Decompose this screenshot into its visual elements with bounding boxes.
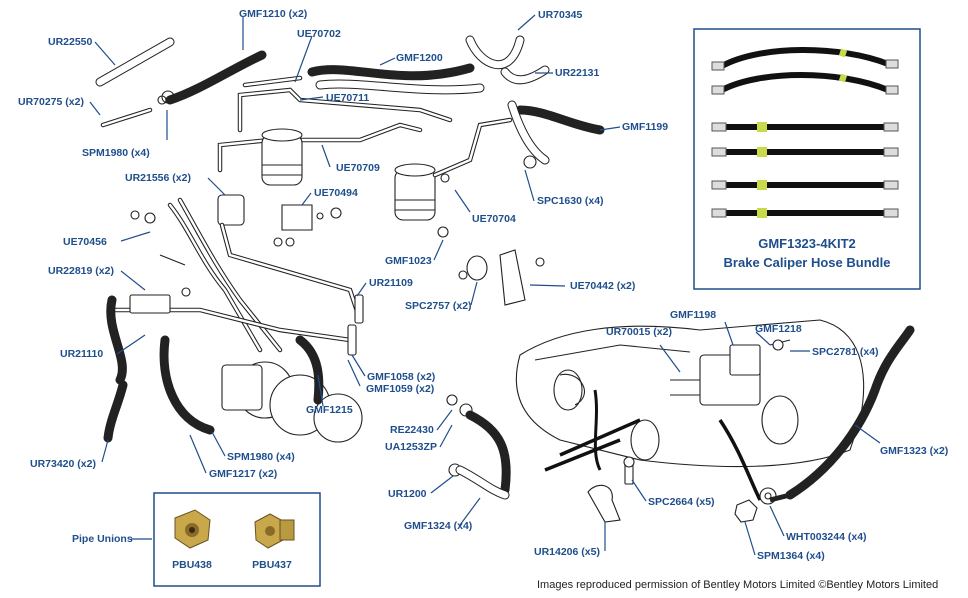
label-gmf1059: GMF1059 (x2): [366, 383, 434, 395]
label-gmf1215: GMF1215: [306, 404, 353, 416]
bundle-title-description: Brake Caliper Hose Bundle: [724, 255, 891, 270]
pbu438-union-image: [174, 509, 211, 549]
label-ur70345: UR70345: [538, 9, 583, 21]
callout-leaders: [89, 14, 881, 556]
label-ur22550: UR22550: [48, 36, 93, 48]
label-gmf1058: GMF1058 (x2): [367, 371, 435, 383]
label-ur21109: UR21109: [369, 277, 413, 289]
parts-artwork: [95, 35, 915, 523]
pbu437-label: PBU437: [252, 559, 292, 571]
label-ue70711: UE70711: [326, 92, 369, 104]
label-ur14206: UR14206 (x5): [534, 546, 600, 558]
bundle-title-part-number: GMF1323-4KIT2: [758, 236, 856, 251]
label-gmf1210: GMF1210 (x2): [239, 8, 307, 20]
label-gmf1198: GMF1198: [670, 309, 716, 321]
label-ur1200: UR1200: [388, 488, 427, 500]
label-ur21556: UR21556 (x2): [125, 172, 191, 184]
label-ue70709: UE70709: [336, 162, 380, 174]
label-gmf1323: GMF1323 (x2): [880, 445, 948, 457]
copyright-footer: Images reproduced permission of Bentley …: [537, 579, 938, 591]
label-ur21110: UR21110: [60, 348, 103, 360]
pipe-unions-panel: PBU438 PBU437: [153, 492, 321, 587]
label-spc1630: SPC1630 (x4): [537, 195, 604, 207]
label-ue70704: UE70704: [472, 213, 516, 225]
label-ua1253zp: UA1253ZP: [385, 441, 437, 453]
label-ur73420: UR73420 (x2): [30, 458, 96, 470]
pbu438-label: PBU438: [172, 559, 212, 571]
label-ue70442: UE70442 (x2): [570, 280, 635, 292]
pipe-unions-title: Pipe Unions: [72, 533, 133, 545]
label-ur70275: UR70275 (x2): [18, 96, 84, 108]
pbu437-union-image: [254, 513, 295, 549]
label-ue70494: UE70494: [314, 187, 358, 199]
label-re22430: RE22430: [390, 424, 434, 436]
label-spc2757: SPC2757 (x2): [405, 300, 472, 312]
label-gmf1324: GMF1324 (x4): [404, 520, 472, 532]
label-spm1364: SPM1364 (x4): [757, 550, 825, 562]
label-ur22131: UR22131: [555, 67, 600, 79]
label-ue70456: UE70456: [63, 236, 107, 248]
label-gmf1200: GMF1200: [396, 52, 443, 64]
label-gmf1218: GMF1218: [755, 323, 802, 335]
label-ur70015: UR70015 (x2): [606, 326, 672, 338]
brake-caliper-hose-bundle-panel: GMF1323-4KIT2 Brake Caliper Hose Bundle: [693, 28, 921, 290]
label-spc2781: SPC2781 (x4): [812, 346, 879, 358]
label-gmf1217: GMF1217 (x2): [209, 468, 277, 480]
label-spm1980-upper: SPM1980 (x4): [82, 147, 150, 159]
label-ue70702: UE70702: [297, 28, 341, 40]
label-spc2664: SPC2664 (x5): [648, 496, 715, 508]
label-ur22819: UR22819 (x2): [48, 265, 114, 277]
label-spm1980-lower: SPM1980 (x4): [227, 451, 295, 463]
label-gmf1199: GMF1199: [622, 121, 668, 133]
bundle-straight-hoses: [711, 59, 899, 218]
label-wht003244: WHT003244 (x4): [786, 531, 867, 543]
label-gmf1023: GMF1023: [385, 255, 432, 267]
callout-labels: UR22550 GMF1210 (x2) UE70702 GMF1200 UR7…: [18, 8, 948, 562]
